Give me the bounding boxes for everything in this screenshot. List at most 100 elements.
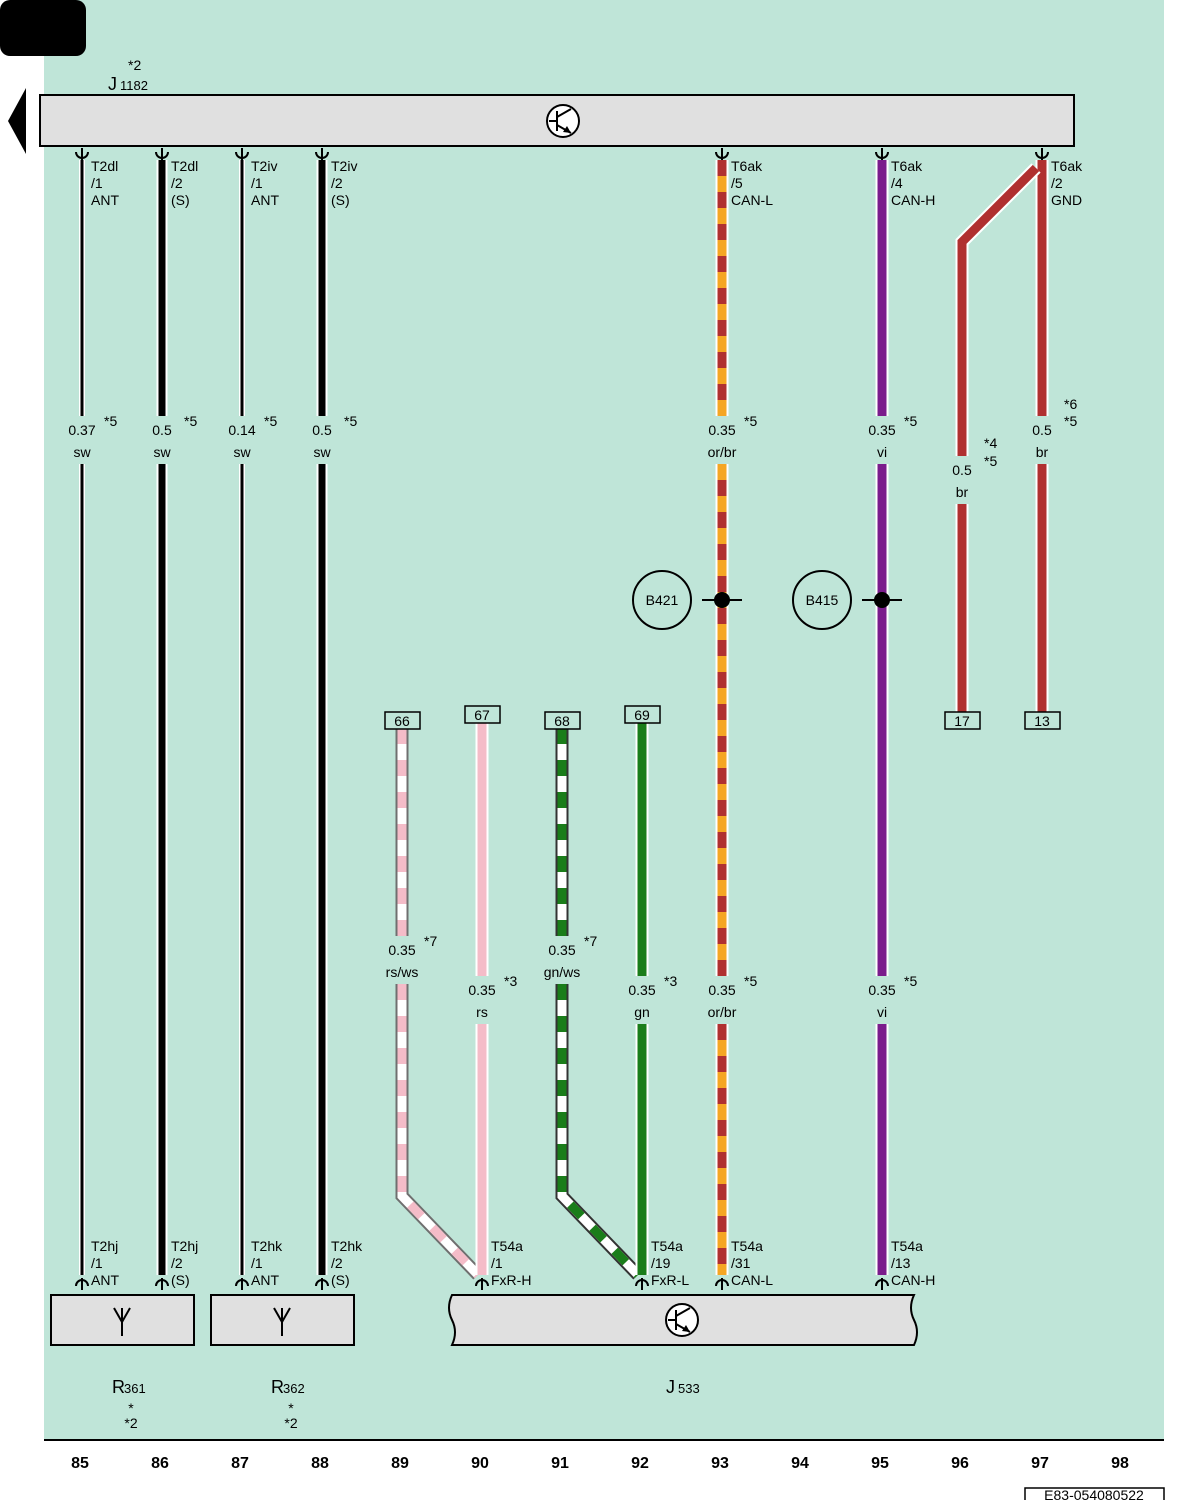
wire-color: gn/ws [544,964,581,980]
pin-label: ANT [91,192,119,208]
wire-color: sw [73,444,91,460]
pin-label: /2 [331,175,343,191]
wire-size: 0.35 [628,982,655,998]
transistor-icon [546,104,580,138]
pin-label: ANT [251,192,279,208]
wire-note: *6 [1064,396,1077,412]
ref-box-68[interactable]: 68 [544,711,581,730]
pin-label: ANT [251,1272,279,1288]
back-arrow-icon[interactable] [8,88,26,154]
module-r362-sub: 362 [283,1381,305,1396]
wire-note: *5 [344,413,357,429]
wire-note: *4 [984,435,997,451]
ref-box-66[interactable]: 66 [384,711,421,730]
ref-box-13[interactable]: 13 [1024,711,1061,730]
wire-size: 0.35 [868,422,895,438]
module-r362-note: * [288,1400,294,1416]
splice-b421[interactable]: B421 [632,570,742,630]
pin-label: /13 [891,1255,911,1271]
module-r362-note: *2 [284,1415,297,1431]
pin-label: FxR-H [491,1272,531,1288]
wire-note: *7 [584,933,597,949]
module-r361-name: R [112,1377,125,1397]
splice-label: B421 [646,592,679,608]
ref-box-17[interactable]: 17 [944,711,981,730]
column-numbers: 85 86 87 88 89 90 91 92 93 94 95 96 97 9… [71,1455,1129,1472]
wire-96-gnd-branch[interactable] [955,163,1041,712]
wire-note: *5 [744,973,757,989]
wire-note: *5 [904,413,917,429]
module-r361-note: *2 [124,1415,137,1431]
wire-size: 0.35 [708,422,735,438]
svg-text:17: 17 [954,713,970,729]
bottom-pin-labels: T2hj /1 ANT T2hj /2 (S) T2hk /1 ANT T2hk… [91,1238,935,1288]
wire-color: rs [476,1004,488,1020]
module-j1182-sub: 1182 [120,78,148,93]
pin-label: T2hj [171,1238,198,1254]
module-r361[interactable] [50,1294,195,1346]
wire-note: *5 [1064,413,1077,429]
pin-label: /19 [651,1255,671,1271]
pin-label: /1 [491,1255,503,1271]
pin-label: T6ak [1051,158,1083,174]
pin-label: T2hk [251,1238,283,1254]
wire-color: vi [877,444,887,460]
column-number: 90 [471,1455,489,1472]
column-number: 97 [1031,1455,1049,1472]
wire-size: 0.5 [312,422,332,438]
splice-b415[interactable]: B415 [792,570,902,630]
column-number: 88 [311,1455,329,1472]
pin-label: T2hk [331,1238,363,1254]
svg-text:67: 67 [474,707,490,723]
wire-color: or/br [708,444,737,460]
pin-label: T54a [491,1238,523,1254]
wire-note: *5 [744,413,757,429]
wire-size: 0.5 [952,462,972,478]
column-number: 94 [791,1455,809,1472]
wire-size: 0.35 [868,982,895,998]
column-number: 89 [391,1455,409,1472]
pin-label: GND [1051,192,1082,208]
pin-label: /1 [91,175,103,191]
pin-label: /5 [731,175,743,191]
antenna-icon [113,1307,131,1336]
pin-label: (S) [171,1272,190,1288]
wire-note: *3 [664,973,677,989]
wire-89-fxr-h-ws[interactable] [395,728,483,1280]
pin-label: CAN-H [891,192,935,208]
wire-size: 0.35 [708,982,735,998]
pin-label: /2 [331,1255,343,1271]
wire-note: *5 [104,413,117,429]
module-j533[interactable] [448,1294,918,1346]
pin-label: T6ak [891,158,923,174]
module-r362-name: R [271,1377,284,1397]
wire-size: 0.5 [1032,422,1052,438]
wire-note: *5 [184,413,197,429]
ref-box-69[interactable]: 69 [624,705,661,724]
pin-label: T2iv [251,158,277,174]
module-j1182[interactable] [39,94,1075,147]
wire-note: *5 [264,413,277,429]
pin-label: CAN-L [731,1272,773,1288]
module-j533-sub: 533 [678,1381,700,1396]
reference-boxes: 66 67 68 69 17 13 [384,705,1061,730]
column-number: 93 [711,1455,729,1472]
wire-color: sw [233,444,251,460]
pin-label: /2 [171,175,183,191]
pin-label: T2iv [331,158,357,174]
wire-color: or/br [708,1004,737,1020]
module-r362[interactable] [210,1294,355,1346]
pin-label: CAN-H [891,1272,935,1288]
wire-91-fxr-l-ws[interactable] [555,728,643,1280]
pin-label: T2dl [91,158,118,174]
ref-box-67[interactable]: 67 [464,705,501,724]
wire-note: *7 [424,933,437,949]
pin-label: CAN-L [731,192,773,208]
pin-label: (S) [171,192,190,208]
pin-label: /31 [731,1255,751,1271]
svg-text:E83-054080522: E83-054080522 [1044,1487,1144,1500]
wire-color: sw [313,444,331,460]
wire-note: *3 [504,973,517,989]
page-tab-marker[interactable] [0,0,86,56]
wire-size: 0.35 [468,982,495,998]
